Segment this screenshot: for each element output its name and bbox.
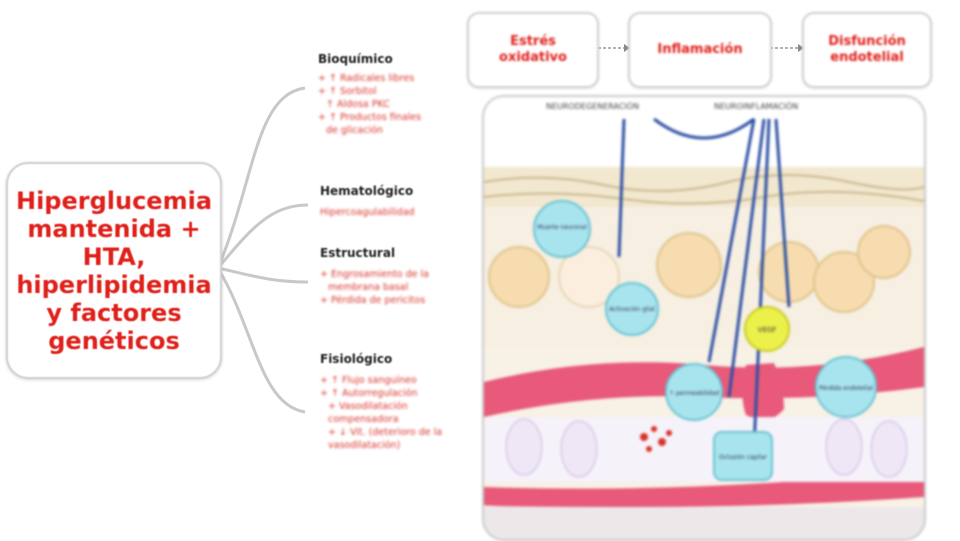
category-item: + Vasodilatación <box>328 401 408 412</box>
main-cause-text: Hiperglucemia mantenida + HTA, hiperlipi… <box>16 187 212 355</box>
category-item: + Engrosamiento de la <box>320 269 429 280</box>
blood-vessel-lower <box>484 475 924 507</box>
hemorrhage-dots <box>640 426 672 452</box>
category-items: + ↑ Flujo sanguíneo + ↑ Autorregulación … <box>320 374 480 452</box>
category-item: ↑ Aldosa PKC <box>326 99 390 110</box>
header-label-left: NEURODEGENERACIÓN <box>546 100 639 111</box>
main-cause-box: Hiperglucemia mantenida + HTA, hiperlipi… <box>6 162 222 379</box>
category-items: + Engrosamiento de la membrana basal + P… <box>320 268 480 307</box>
header-label-right: NEUROINFLAMACIÓN <box>714 100 798 111</box>
main-line-5: y factores <box>46 298 182 327</box>
retina-illustration-svg: NEURODEGENERACIÓN NEUROINFLAMACIÓN Muert… <box>484 97 924 539</box>
category-hematologico: Hematológico Hipercoagulabilidad <box>320 184 480 219</box>
retina-illustration: NEURODEGENERACIÓN NEUROINFLAMACIÓN Muert… <box>482 95 926 541</box>
bubble-activacion-glial <box>605 282 659 336</box>
category-item: + ↑ Productos finales <box>318 112 422 123</box>
main-line-4: hiperlipidemia <box>16 270 212 299</box>
category-item: compensadora <box>328 414 399 425</box>
connector-estructural <box>217 266 309 284</box>
ganglion-cell <box>558 246 620 308</box>
bubble-perdida-endotelial <box>815 356 877 418</box>
main-line-2: mantenida + <box>27 214 201 243</box>
top-box-line: Estrés <box>510 34 556 49</box>
neuron-cell <box>505 418 543 476</box>
top-box-line: Disfunción <box>828 34 906 49</box>
bubble-oclusion-capilar <box>713 431 773 481</box>
nerve-fibers <box>617 117 791 448</box>
category-bioquimico: Bioquímico + ↑ Radicales libres + ↑ Sorb… <box>318 52 478 137</box>
neuron-cell <box>825 418 863 476</box>
connector-hematologico <box>216 203 309 269</box>
main-line-1: Hiperglucemia <box>15 186 213 215</box>
fiber-line <box>484 190 924 205</box>
bubble-vegf <box>744 306 790 352</box>
top-box-inflamacion: Inflamación <box>628 12 772 88</box>
bubble-label: Activación glial <box>609 306 655 313</box>
vessel-leak <box>742 363 784 420</box>
arrow-head-1 <box>624 44 630 52</box>
illus-top-bg <box>484 97 924 167</box>
top-box-line: oxidativo <box>499 50 567 65</box>
bubble-label: ↑ permeabilidad <box>669 390 719 397</box>
ganglion-cell <box>813 251 875 313</box>
bubble-label: Muerte neuronal <box>537 224 587 231</box>
top-box-line: endotelial <box>830 50 904 65</box>
category-items: + ↑ Radicales libres + ↑ Sorbitol ↑ Aldo… <box>318 72 478 137</box>
category-item: + ↑ Flujo sanguíneo <box>320 375 417 386</box>
category-estructural: Estructural + Engrosamiento de la membra… <box>320 246 480 307</box>
top-box-line: Inflamación <box>657 42 743 57</box>
category-title: Estructural <box>320 246 396 260</box>
ganglion-cell <box>488 246 550 308</box>
category-item: + Pérdida de pericitos <box>320 295 426 306</box>
category-title: Hematológico <box>320 184 414 198</box>
main-line-3: HTA, <box>82 242 146 271</box>
category-item: + ↓ Vit. (deterioro de la <box>328 427 443 438</box>
ganglion-cell <box>857 225 911 279</box>
bubble-permeabilidad <box>665 363 723 421</box>
category-item: + ↑ Sorbitol <box>318 86 377 97</box>
category-title: Fisiológico <box>320 352 393 366</box>
outer-layer <box>484 507 924 539</box>
category-item: Hipercoagulabilidad <box>320 207 415 218</box>
category-title: Bioquímico <box>318 52 393 66</box>
neuron-cell <box>870 420 908 478</box>
bubble-muerte-neuronal <box>533 200 591 258</box>
category-fisiologico: Fisiológico + ↑ Flujo sanguíneo + ↑ Auto… <box>320 352 480 452</box>
category-item: + ↑ Autorregulación <box>320 388 418 399</box>
top-box-estres-oxidativo: Estrés oxidativo <box>467 12 599 88</box>
arrow-head-2 <box>798 44 804 52</box>
bubble-label: Pérdida endotelial <box>819 385 873 392</box>
category-item: de glicación <box>326 125 383 136</box>
category-item: membrana basal <box>328 282 409 293</box>
category-item: vasodilatación) <box>328 440 401 451</box>
category-items: Hipercoagulabilidad <box>320 206 480 219</box>
category-item: + ↑ Radicales libres <box>318 73 415 84</box>
main-line-6: genéticos <box>48 326 180 355</box>
neuron-cell <box>560 420 598 478</box>
connector-fisiologico <box>216 267 306 414</box>
ganglion-cell <box>656 232 722 298</box>
top-box-disfuncion-endotelial: Disfunción endotelial <box>802 12 932 88</box>
bubble-label: Oclusión capilar <box>719 454 767 461</box>
bubble-label: VEGF <box>758 326 777 334</box>
connector-bioquimico <box>216 86 306 269</box>
fiber-line <box>484 174 924 192</box>
